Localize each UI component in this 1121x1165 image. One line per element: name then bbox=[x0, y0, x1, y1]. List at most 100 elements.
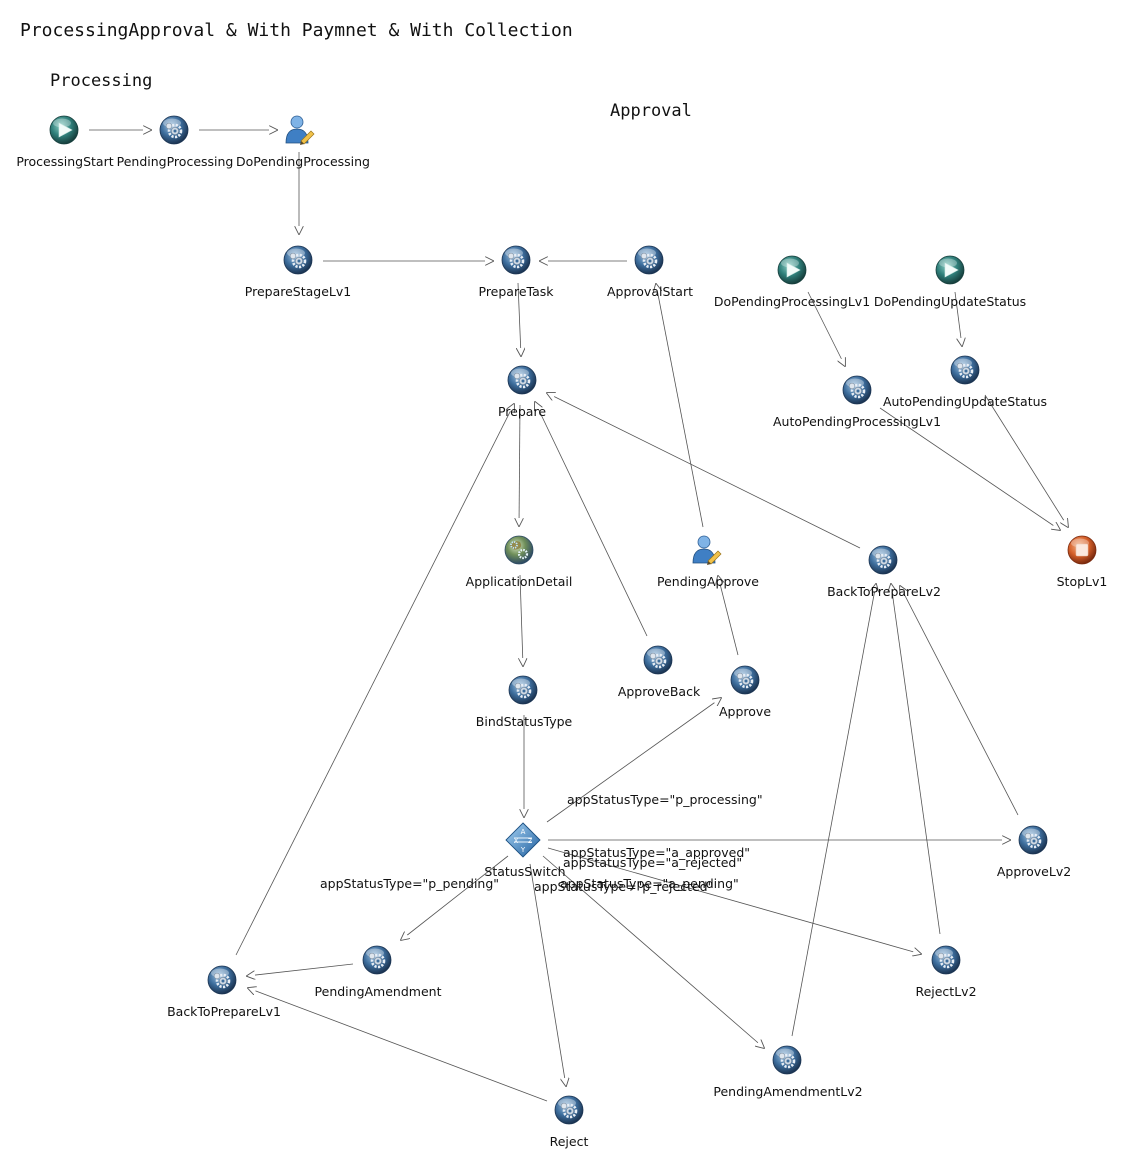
edge-RejectLv2-to-BackToPrepareLv2[interactable] bbox=[891, 584, 941, 935]
node-PendingAmendmentLv2[interactable]: PendingAmendmentLv2 bbox=[713, 1045, 863, 1099]
node-label: ApprovalStart bbox=[607, 284, 693, 299]
edge-labels-layer: appStatusType="p_processing" appStatusTyp… bbox=[320, 792, 763, 894]
node-Approve[interactable]: Approve bbox=[719, 665, 771, 719]
gear-icon bbox=[868, 545, 898, 575]
gear-icon bbox=[643, 645, 673, 675]
node-label: BackToPrepareLv2 bbox=[827, 584, 941, 599]
diagram-title: ProcessingApproval & With Paymnet & With… bbox=[20, 20, 573, 41]
node-PendingApprove[interactable]: PendingApprove bbox=[657, 535, 759, 589]
node-ProcessingStart[interactable]: ProcessingStart bbox=[16, 115, 114, 169]
node-RejectLv2[interactable]: RejectLv2 bbox=[915, 945, 977, 999]
node-ApprovalStart[interactable]: ApprovalStart bbox=[607, 245, 693, 299]
edge-Reject-to-BackToPrepareLv1[interactable] bbox=[248, 988, 548, 1102]
svg-text:Y: Y bbox=[520, 846, 526, 854]
node-label: Prepare bbox=[498, 404, 546, 419]
node-PrepareStageLv1[interactable]: PrepareStageLv1 bbox=[245, 245, 351, 299]
node-BackToPrepareLv1[interactable]: BackToPrepareLv1 bbox=[167, 965, 281, 1019]
node-label: PendingAmendment bbox=[315, 984, 442, 999]
node-label: StopLv1 bbox=[1057, 574, 1108, 589]
edge-DoPendingProcessingLv1-to-AutoPendingProcessingLv1[interactable] bbox=[807, 291, 845, 366]
node-label: ProcessingStart bbox=[16, 154, 113, 169]
edge-label-StatusSwitch-to-PendingAmendmentLv2: appStatusType="a_pending" bbox=[560, 876, 739, 891]
edge-Approve-to-PendingApprove[interactable] bbox=[718, 576, 739, 656]
node-PendingAmendment[interactable]: PendingAmendment bbox=[315, 945, 442, 999]
node-label: PendingApprove bbox=[657, 574, 759, 589]
edge-AutoPendingUpdateStatus-to-StopLv1[interactable] bbox=[984, 394, 1068, 527]
edge-DoPendingUpdateStatus-to-AutoPendingUpdateStatus[interactable] bbox=[954, 291, 962, 346]
user-task-icon bbox=[692, 535, 722, 565]
node-label: RejectLv2 bbox=[915, 984, 976, 999]
edge-PendingAmendment-to-BackToPrepareLv1[interactable] bbox=[247, 963, 354, 976]
edge-label-StatusSwitch-to-PendingAmendment: appStatusType="p_pending" bbox=[320, 876, 499, 891]
gear-icon bbox=[842, 375, 872, 405]
play-start-icon bbox=[935, 255, 965, 285]
edge-AutoPendingProcessingLv1-to-StopLv1[interactable] bbox=[879, 407, 1060, 530]
svg-text:X: X bbox=[514, 838, 518, 845]
edge-ApplicationDetail-to-BindStatusType[interactable] bbox=[520, 574, 523, 666]
node-DoPendingUpdateStatus[interactable]: DoPendingUpdateStatus bbox=[874, 255, 1026, 309]
edge-label-StatusSwitch-to-Approve: appStatusType="p_processing" bbox=[567, 792, 763, 807]
node-label: ApproveBack bbox=[618, 684, 701, 699]
edge-StatusSwitch-to-RejectLv2[interactable] bbox=[547, 847, 921, 954]
user-task-icon bbox=[285, 115, 315, 145]
node-label: PrepareTask bbox=[479, 284, 555, 299]
node-PendingProcessing[interactable]: PendingProcessing bbox=[117, 115, 234, 169]
gear-icon bbox=[950, 355, 980, 385]
node-label: ApproveLv2 bbox=[997, 864, 1071, 879]
node-Prepare[interactable]: Prepare bbox=[498, 365, 546, 419]
node-label: DoPendingProcessingLv1 bbox=[714, 294, 870, 309]
edge-PendingAmendmentLv2-to-BackToPrepareLv2[interactable] bbox=[791, 584, 876, 1037]
edge-StatusSwitch-to-Reject[interactable] bbox=[529, 863, 566, 1086]
node-ApproveLv2[interactable]: ApproveLv2 bbox=[997, 825, 1071, 879]
edge-BackToPrepareLv1-to-Prepare[interactable] bbox=[235, 404, 514, 956]
lane-label-processing: Processing bbox=[50, 71, 152, 91]
gear-icon bbox=[507, 365, 537, 395]
node-label: Approve bbox=[719, 704, 771, 719]
node-BackToPrepareLv2[interactable]: BackToPrepareLv2 bbox=[827, 545, 941, 599]
gear-icon bbox=[931, 945, 961, 975]
edge-StatusSwitch-to-PendingAmendmentLv2[interactable] bbox=[542, 855, 764, 1048]
svg-text:Z: Z bbox=[528, 838, 532, 845]
node-label: Reject bbox=[550, 1134, 589, 1149]
gear-icon bbox=[283, 245, 313, 275]
node-AutoPendingProcessingLv1[interactable]: AutoPendingProcessingLv1 bbox=[773, 375, 941, 429]
play-start-icon bbox=[777, 255, 807, 285]
edge-ApproveLv2-to-BackToPrepareLv2[interactable] bbox=[900, 586, 1019, 816]
edge-PrepareTask-to-Prepare[interactable] bbox=[518, 282, 521, 356]
edge-StatusSwitch-to-PendingAmendment[interactable] bbox=[401, 855, 509, 940]
lane-label-approval: Approval bbox=[610, 101, 692, 121]
edge-StatusSwitch-to-Approve[interactable] bbox=[546, 698, 721, 823]
node-AutoPendingUpdateStatus[interactable]: AutoPendingUpdateStatus bbox=[883, 355, 1047, 409]
edge-label-StatusSwitch-to-RejectLv2: appStatusType="a_rejected" bbox=[563, 855, 742, 870]
gear-icon bbox=[207, 965, 237, 995]
gear-icon bbox=[159, 115, 189, 145]
edge-BackToPrepareLv2-to-Prepare[interactable] bbox=[547, 393, 861, 549]
node-label: StatusSwitch bbox=[484, 864, 565, 879]
svg-text:A: A bbox=[521, 828, 526, 836]
node-ApproveBack[interactable]: ApproveBack bbox=[618, 645, 701, 699]
node-Reject[interactable]: Reject bbox=[550, 1095, 589, 1149]
node-DoPendingProcessing[interactable]: DoPendingProcessing bbox=[236, 115, 370, 169]
edge-Prepare-to-ApplicationDetail[interactable] bbox=[519, 404, 520, 526]
node-DoPendingProcessingLv1[interactable]: DoPendingProcessingLv1 bbox=[714, 255, 870, 309]
node-StatusSwitch[interactable]: AX ZY StatusSwitch bbox=[484, 822, 566, 879]
node-StopLv1[interactable]: StopLv1 bbox=[1057, 535, 1108, 589]
gear-icon bbox=[362, 945, 392, 975]
node-PrepareTask[interactable]: PrepareTask bbox=[479, 245, 555, 299]
stop-icon bbox=[1067, 535, 1097, 565]
node-ApplicationDetail[interactable]: ApplicationDetail bbox=[466, 535, 573, 589]
node-BindStatusType[interactable]: BindStatusType bbox=[476, 675, 573, 729]
edge-PendingApprove-to-ApprovalStart[interactable] bbox=[656, 284, 704, 528]
switch-diamond-icon: AX ZY bbox=[505, 822, 541, 858]
gear-icon bbox=[634, 245, 664, 275]
edge-label-StatusSwitch-to-ApproveLv2: appStatusType="a_approved" bbox=[563, 845, 750, 860]
node-label: DoPendingUpdateStatus bbox=[874, 294, 1026, 309]
node-label: AutoPendingProcessingLv1 bbox=[773, 414, 941, 429]
node-label: PendingAmendmentLv2 bbox=[713, 1084, 862, 1099]
gear-icon bbox=[501, 245, 531, 275]
gear-icon bbox=[772, 1045, 802, 1075]
play-start-icon bbox=[49, 115, 79, 145]
edge-label-StatusSwitch-to-Reject: appStatusType="p_rejected" bbox=[534, 879, 713, 894]
edge-ApproveBack-to-Prepare[interactable] bbox=[535, 402, 648, 637]
